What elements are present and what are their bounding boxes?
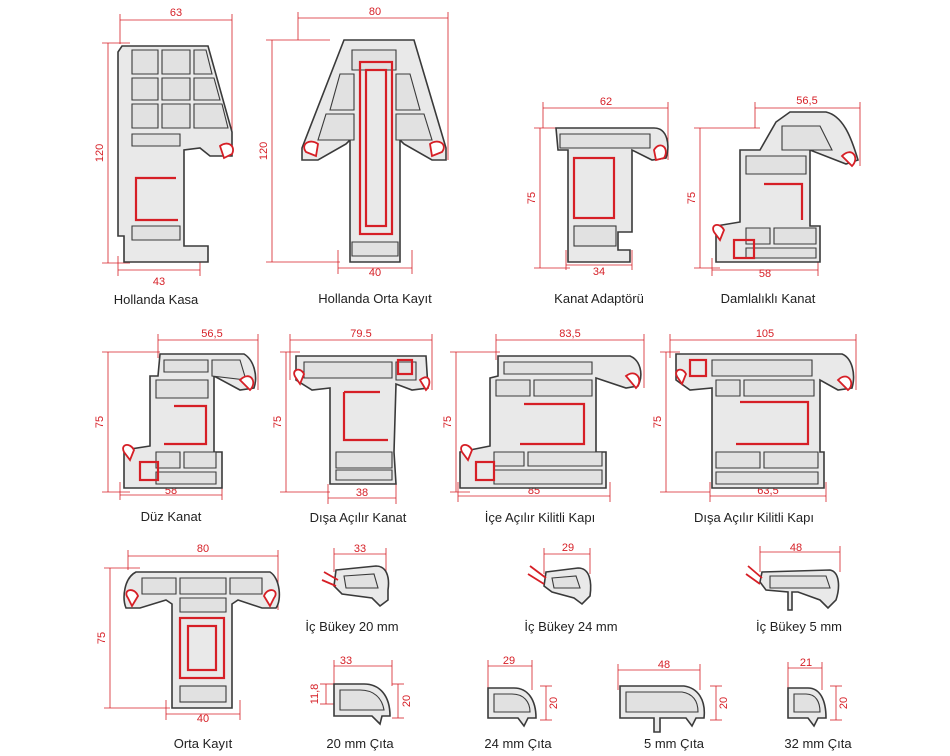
dimension-top: 48 xyxy=(790,542,802,554)
dimension-top: 62 xyxy=(600,96,612,108)
profile-disa-acilir-kanat: 79.5 75 38 Dışa Açılır Kanat xyxy=(272,328,433,525)
steel-reinforcement xyxy=(572,156,616,220)
dimension-right: 20 xyxy=(401,695,413,707)
caption: İç Bükey 5 mm xyxy=(756,619,842,634)
steel-reinforcement xyxy=(764,182,804,220)
dimension-top: 80 xyxy=(197,543,209,555)
steel-reinforcement xyxy=(134,176,178,222)
dimension-top: 33 xyxy=(340,655,352,667)
caption: İç Bükey 20 mm xyxy=(305,619,398,634)
dimension-side: 75 xyxy=(526,192,538,204)
dimension-side: 120 xyxy=(94,144,106,162)
profile-section xyxy=(301,39,447,263)
profile-orta-kayit: 80 75 40 Orta Kayıt xyxy=(96,543,281,751)
caption: Hollanda Orta Kayıt xyxy=(318,291,432,306)
bead-ic-bukey-24: 29 İç Bükey 24 mm xyxy=(524,542,617,634)
caption: 32 mm Çıta xyxy=(784,736,852,751)
strip-cita-24: 29 20 24 mm Çıta xyxy=(484,655,560,751)
profile-ice-acilir-kilitli-kapi: 83,5 75 85 İçe Açılır Kilitli Kapı xyxy=(442,328,645,525)
dimension-side: 75 xyxy=(96,632,108,644)
dimension-top: 56,5 xyxy=(796,95,817,107)
caption: İç Bükey 24 mm xyxy=(524,619,617,634)
strip-cita-5: 48 20 5 mm Çıta xyxy=(617,659,730,751)
caption: 24 mm Çıta xyxy=(484,736,552,751)
profile-duz-kanat: 56,5 75 58 Düz Kanat xyxy=(94,328,259,524)
profile-hollanda-kasa: 63 120 43 Hollanda Kasa xyxy=(94,7,234,307)
steel-reinforcement xyxy=(358,60,394,236)
strip-cita-20: 33 20 11,8 20 mm Çıta xyxy=(309,655,413,751)
dimension-top: 83,5 xyxy=(559,328,580,340)
dimension-bottom: 43 xyxy=(153,276,165,288)
bead-ic-bukey-5: 48 İç Bükey 5 mm xyxy=(745,542,842,634)
caption: 20 mm Çıta xyxy=(326,736,394,751)
caption: Dışa Açılır Kilitli Kapı xyxy=(694,510,814,525)
dimension-bottom: 40 xyxy=(369,267,381,279)
dimension-top: 33 xyxy=(354,543,366,555)
dimension-top: 79.5 xyxy=(350,328,371,340)
caption: İçe Açılır Kilitli Kapı xyxy=(485,510,596,525)
dimension-top: 63 xyxy=(170,7,182,19)
steel-reinforcement xyxy=(736,400,810,446)
dimension-right: 20 xyxy=(718,697,730,709)
dimension-side: 75 xyxy=(272,416,284,428)
dimension-top: 29 xyxy=(503,655,515,667)
profile-hollanda-orta-kayit: 80 120 40 Hollanda Orta Kayıt xyxy=(258,6,449,306)
dimension-side: 120 xyxy=(258,142,270,160)
dimension-left: 11,8 xyxy=(309,684,321,705)
dimension-bottom: 34 xyxy=(593,266,605,278)
steel-reinforcement xyxy=(164,404,208,446)
steel-reinforcement xyxy=(342,390,388,442)
profile-disa-acilir-kilitli-kapi: 105 75 63,5 Dışa Açılır Kilitli Kapı xyxy=(652,328,857,525)
caption: Dışa Açılır Kanat xyxy=(310,510,407,525)
caption: Kanat Adaptörü xyxy=(554,291,644,306)
steel-reinforcement xyxy=(520,402,586,446)
dimension-side: 75 xyxy=(686,192,698,204)
caption: Orta Kayıt xyxy=(174,736,233,751)
dimension-right: 20 xyxy=(838,697,850,709)
strip-cita-32: 21 20 32 mm Çıta xyxy=(784,657,852,751)
dimension-side: 75 xyxy=(442,416,454,428)
steel-reinforcement xyxy=(178,616,226,680)
gasket xyxy=(218,142,234,160)
dimension-bottom: 40 xyxy=(197,713,209,725)
dimension-side: 75 xyxy=(652,416,664,428)
caption: 5 mm Çıta xyxy=(644,736,705,751)
profile-damlalikli-kanat: 56,5 75 58 Damlalıklı Kanat xyxy=(686,95,861,306)
profile-kanat-adaptoru: 62 75 34 Kanat Adaptörü xyxy=(526,96,669,306)
dimension-top: 105 xyxy=(756,328,774,340)
dimension-side: 75 xyxy=(94,416,106,428)
dimension-bottom: 58 xyxy=(759,268,771,280)
caption: Hollanda Kasa xyxy=(114,292,199,307)
dimension-right: 20 xyxy=(548,697,560,709)
dimension-top: 48 xyxy=(658,659,670,671)
profile-section xyxy=(459,355,642,489)
dimension-top: 56,5 xyxy=(201,328,222,340)
profile-section xyxy=(123,571,281,709)
dimension-top: 21 xyxy=(800,657,812,669)
dimension-top: 80 xyxy=(369,6,381,18)
caption: Düz Kanat xyxy=(141,509,202,524)
dimension-top: 29 xyxy=(562,542,574,554)
caption: Damlalıklı Kanat xyxy=(721,291,816,306)
bead-ic-bukey-20: 33 İç Bükey 20 mm xyxy=(305,543,398,634)
dimension-bottom: 38 xyxy=(356,487,368,499)
